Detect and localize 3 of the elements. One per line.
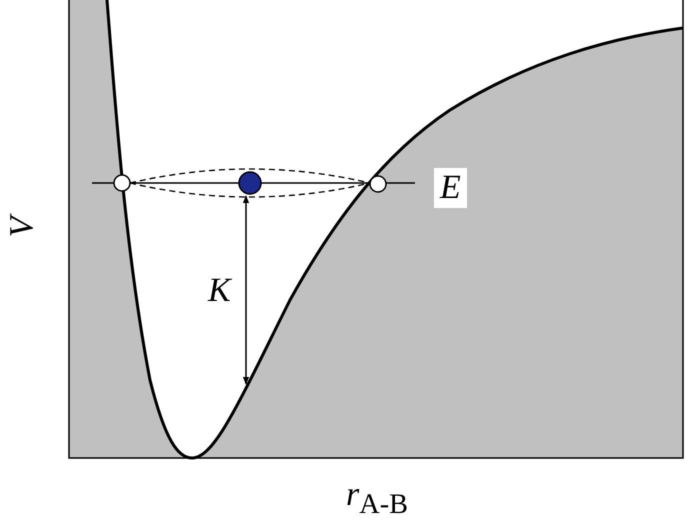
energy-label: E	[434, 168, 467, 208]
kinetic-energy-label: K	[208, 274, 231, 308]
axis-label: r$_{A-B}$	[346, 478, 408, 520]
